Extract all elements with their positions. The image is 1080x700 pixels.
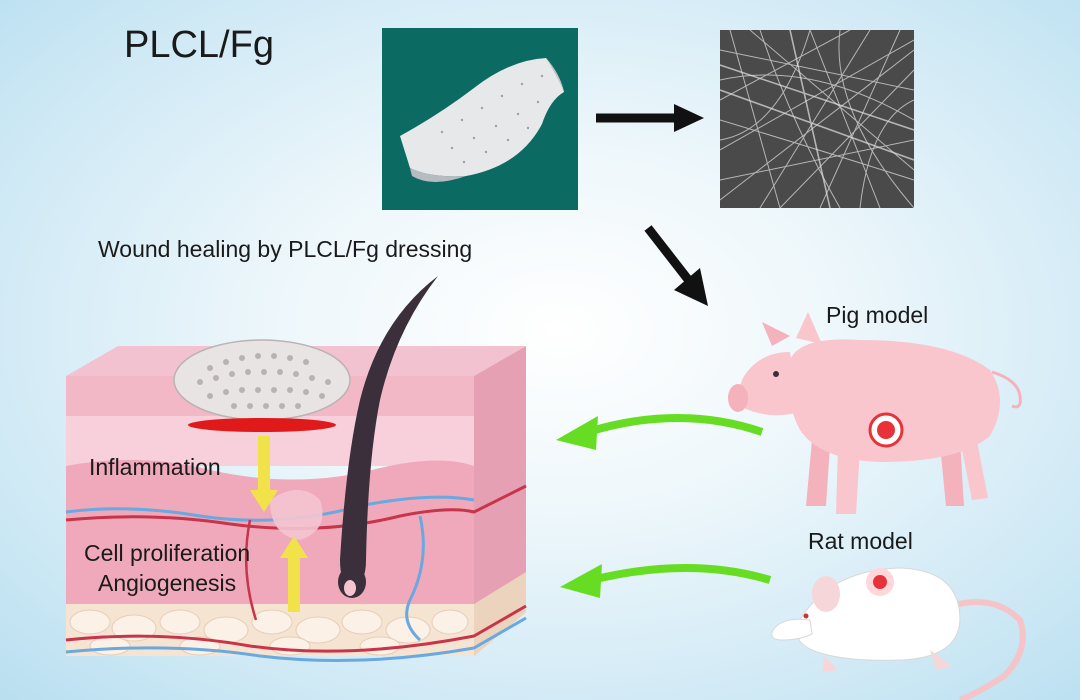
skin-block <box>65 346 527 662</box>
yellow-arrow-up <box>280 536 308 612</box>
yellow-arrow-down <box>250 436 278 512</box>
pig-model-label: Pig model <box>826 302 929 328</box>
wound-healing-caption: Wound healing by PLCL/Fg dressing <box>98 236 473 262</box>
arrow-to-animal-models <box>644 225 708 306</box>
cell-proliferation-label: Cell proliferation <box>84 540 251 566</box>
green-arrow-rat-to-skin <box>560 564 772 598</box>
wound-site <box>188 418 336 432</box>
dressing-patch <box>173 339 351 421</box>
angiogenesis-label: Angiogenesis <box>98 570 237 596</box>
hair-follicle <box>338 276 438 598</box>
inflammation-label: Inflammation <box>89 454 221 480</box>
sem-fiber-image <box>720 30 914 208</box>
figure-title: PLCL/Fg <box>124 24 274 66</box>
arrow-membrane-to-sem <box>596 104 704 132</box>
rat-illustration <box>771 567 1026 700</box>
pig-illustration <box>728 312 1022 514</box>
membrane-photo <box>382 28 578 210</box>
green-arrow-pig-to-skin <box>556 414 764 450</box>
rat-model-label: Rat model <box>808 528 913 554</box>
